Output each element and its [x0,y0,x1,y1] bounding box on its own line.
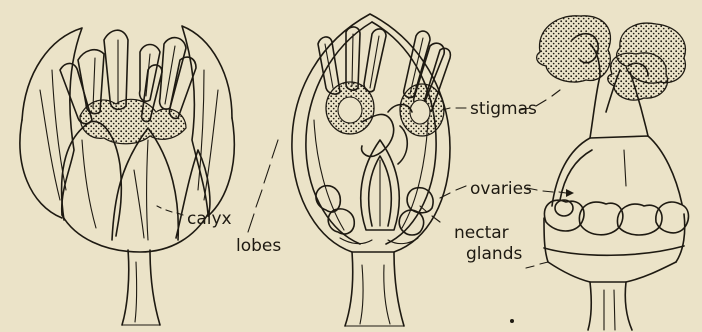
pistil-drawing [537,16,689,330]
label-stigmas: stigmas [470,101,537,118]
label-calyx: calyx [187,211,232,228]
flower-section-drawing [292,14,450,326]
label-lobes: lobes [236,238,281,255]
label-nectar: nectar [454,225,509,242]
label-ovaries: ovaries [470,181,532,198]
whole-flower-bud-drawing [20,26,234,325]
label-glands: glands [466,246,522,263]
dot-mark [510,319,514,323]
